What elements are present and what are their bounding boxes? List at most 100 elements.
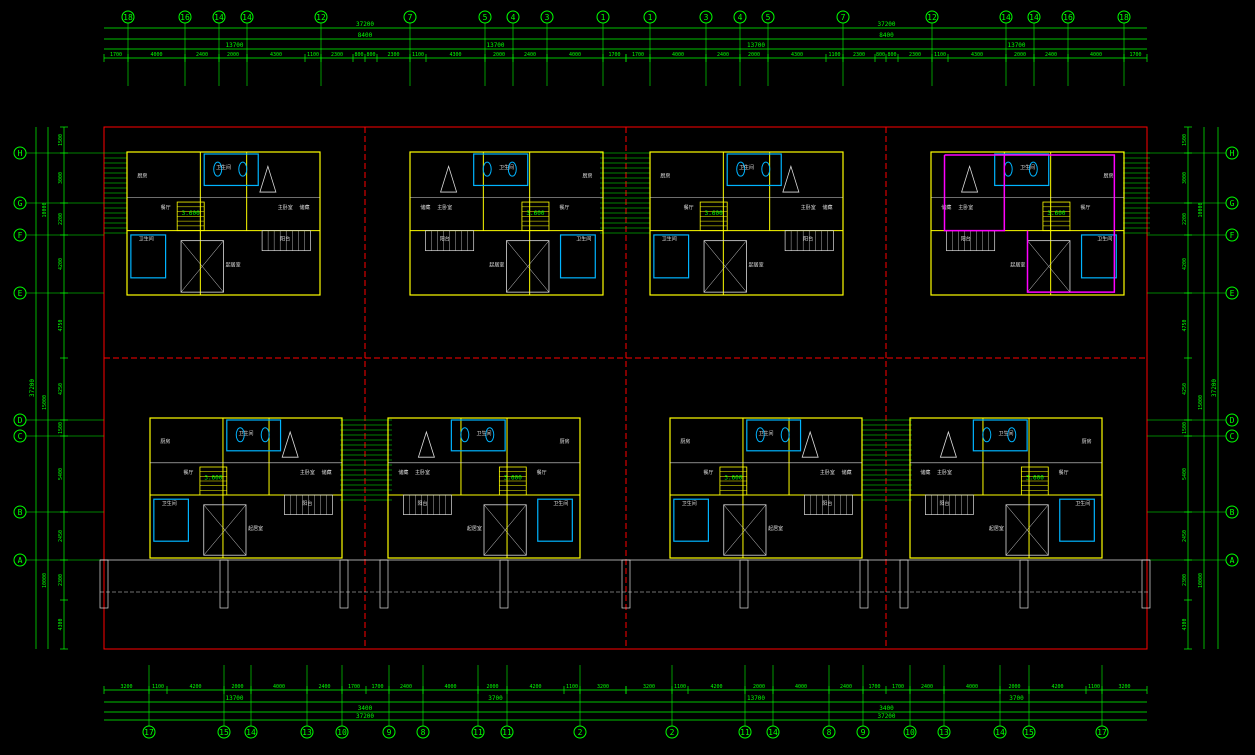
axis-bubble-label: G (18, 199, 23, 208)
room-label: 阳台 (803, 236, 813, 243)
podium-pier (899, 559, 909, 609)
axis-bubble-label: 14 (768, 728, 778, 737)
axis-bubble-label: B (1230, 508, 1235, 517)
dim-text-side: 4200 (58, 258, 64, 270)
dim-text-side: 4300 (1182, 618, 1188, 630)
axis-bubble (1225, 286, 1239, 300)
axis-bubble (13, 228, 27, 242)
dim-seg-top-left-text: 800 (354, 52, 363, 58)
axis-bubble (822, 725, 836, 739)
dim-text-side: 1500 (58, 134, 64, 146)
dim-text-side-group: 10000 (42, 202, 48, 217)
bed-icon (801, 430, 819, 458)
stair (521, 201, 550, 232)
dim-seg-top-left-text: 1100 (412, 52, 424, 58)
room-label: 餐厅 (559, 204, 569, 211)
room-label: 餐厅 (183, 469, 193, 476)
dim-seg-top-right-text: 2000 (748, 52, 760, 58)
axis-bubble-label: 17 (144, 728, 154, 737)
axis-bubble-label: D (18, 416, 23, 425)
stair (1042, 201, 1071, 232)
axis-bubble (1225, 413, 1239, 427)
dim-seg-bottom-right-text: 4000 (966, 684, 978, 690)
dim-seg-bottom-left-text: 2400 (318, 684, 330, 690)
bathroom-fixture-block (746, 419, 802, 452)
podium-pier (859, 559, 869, 609)
toilet-icon (238, 161, 248, 177)
axis-bubble (733, 10, 747, 24)
dim-seg-top-left-text: 4000 (569, 52, 581, 58)
bathroom-fixture-block (473, 153, 529, 187)
axis-bubble (13, 146, 27, 160)
unit-outer-wall (909, 417, 1103, 559)
axis-bubble (1225, 228, 1239, 242)
dim-seg-bottom-right-text: 1700 (892, 684, 904, 690)
axis-bubble-label: 12 (927, 13, 937, 22)
stair (176, 201, 205, 232)
room-label: 储藏 (322, 469, 332, 476)
dim-seg-bottom-left-text: 1100 (566, 684, 578, 690)
room-label: 起居室 (248, 525, 263, 532)
podium-pier (339, 559, 349, 609)
bathtub-icon (460, 427, 470, 443)
axis-bubble (993, 725, 1007, 739)
axis-bubble-label: 11 (502, 728, 512, 737)
axis-bubble-label: 10 (337, 728, 347, 737)
bathroom-fixture-block (559, 234, 596, 279)
dim-seg-top-left-text: 2400 (524, 52, 536, 58)
toilet-icon (1007, 427, 1017, 443)
dim-text-half: 3700 (488, 695, 503, 702)
axis-bubble (335, 725, 349, 739)
corridor-hatch (862, 419, 912, 501)
elevation-mark: 3.600 (705, 210, 723, 217)
dim-seg-top-right-text: 4000 (1090, 52, 1102, 58)
room-diagonal (506, 240, 550, 293)
balcony-hatch (425, 230, 475, 252)
axis-bubble-label: 9 (861, 728, 866, 737)
dim-seg-bottom-left-text: 1100 (152, 684, 164, 690)
dim-text-side: 4250 (58, 383, 64, 395)
dim-text-half: 13700 (225, 695, 243, 702)
room-label: 主卧室 (415, 469, 430, 476)
axis-bubble-label: 14 (1001, 13, 1011, 22)
dim-seg-bottom-left-text: 2000 (486, 684, 498, 690)
dim-seg-top-left-text: 4300 (270, 52, 282, 58)
axis-bubble-label: 3 (545, 13, 550, 22)
axis-bubble (999, 10, 1013, 24)
room-label: 厨房 (560, 438, 570, 445)
axis-bubble-label: C (1230, 432, 1235, 441)
axis-bubble-label: F (1230, 231, 1235, 240)
axis-bubble (300, 725, 314, 739)
axis-bubble-label: 2 (578, 728, 583, 737)
room-outline (723, 504, 767, 556)
dim-text-mid: 8400 (879, 32, 894, 39)
unit-outer-wall (387, 417, 581, 559)
axis-bubble (1225, 553, 1239, 567)
dim-text-total: 37200 (356, 713, 374, 720)
dim-seg-top-right-text: 1700 (1129, 52, 1141, 58)
stair (1020, 466, 1049, 496)
room-label: 卫生间 (476, 430, 491, 437)
room-diagonal (1027, 240, 1071, 293)
room-label: 卫生间 (1097, 236, 1112, 243)
dim-seg-bottom-left-text: 4000 (273, 684, 285, 690)
room-outline (180, 240, 224, 293)
dim-text-side: 3000 (58, 172, 64, 184)
room-label: 卫生间 (216, 164, 231, 171)
dim-text-side: 2300 (58, 574, 64, 586)
axis-bubble-label: B (18, 508, 23, 517)
dim-text-side-group: 10000 (1198, 202, 1204, 217)
axis-bubble (403, 10, 417, 24)
room-label: 储藏 (842, 469, 852, 476)
podium-strip (99, 559, 1151, 609)
dim-text-side: 2300 (1182, 574, 1188, 586)
axis-bubble (903, 725, 917, 739)
dim-seg-bottom-right-text: 3200 (643, 684, 655, 690)
room-diagonal (723, 504, 767, 556)
room-label: 卫生间 (139, 236, 154, 243)
dim-text-side: 2450 (58, 530, 64, 542)
axis-bubble-label: 13 (302, 728, 312, 737)
dim-seg-bottom-right-text: 4200 (1051, 684, 1063, 690)
